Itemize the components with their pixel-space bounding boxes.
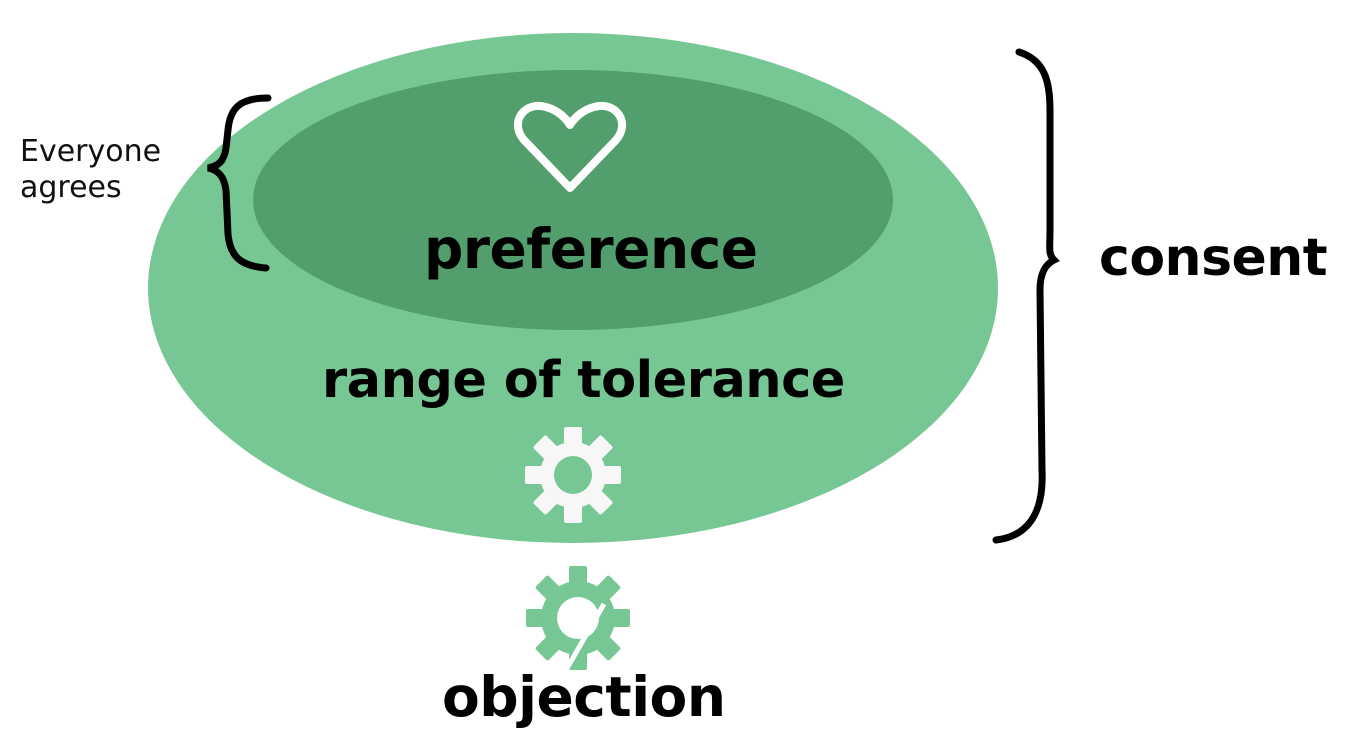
everyone-agrees-line1: Everyone	[20, 134, 162, 169]
everyone-agrees-label: Everyone agrees	[20, 134, 161, 206]
objection-label: objection	[442, 665, 726, 729]
gear-icon	[525, 427, 621, 523]
broken-gear-icon	[526, 566, 630, 672]
range-of-tolerance-label: range of tolerance	[322, 351, 845, 410]
preference-label: preference	[424, 217, 758, 281]
heart-icon	[514, 101, 626, 192]
consent-brace	[992, 48, 1060, 544]
preference-ellipse	[253, 70, 893, 330]
consent-label: consent	[1099, 228, 1328, 288]
everyone-agrees-brace	[207, 94, 272, 272]
everyone-agrees-line2: agrees	[20, 170, 122, 205]
